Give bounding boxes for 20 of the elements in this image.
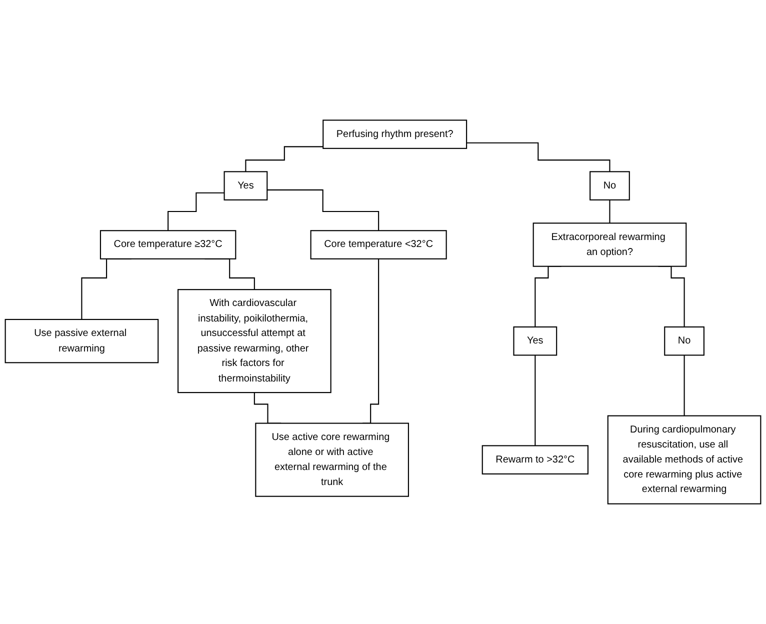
connector <box>168 192 224 232</box>
node-box: Yes <box>224 171 268 200</box>
node-box: During cardiopulmonary resuscitation, use all available methods of active core rewarming plus active external rewarming <box>607 415 762 504</box>
node-box: No <box>664 326 704 356</box>
node-box: Use active core rewarming alone or with active external rewarming of the trunk <box>255 422 409 497</box>
node-box: Extracorporeal rewarming an option? <box>532 222 687 267</box>
node-box: No <box>590 171 630 200</box>
connector <box>466 142 610 172</box>
node-box: Perfusing rhythm present? <box>322 120 468 149</box>
node-box: Yes <box>513 326 558 356</box>
node-box: Use passive external rewarming <box>4 318 159 364</box>
connector <box>267 189 380 232</box>
connector <box>245 146 324 172</box>
node-box: Rewarm to >32°C <box>482 445 588 474</box>
connector <box>609 199 610 224</box>
connector <box>534 354 536 446</box>
node-box: Core temperature <32°C <box>310 230 447 260</box>
node-box: With cardiovascular instability, poikilothermia, unsuccessful attempt at passive rewarming, other risk factors for thermoinstability <box>178 289 332 394</box>
connector <box>684 354 685 416</box>
node-box: Core temperature ≥32°C <box>100 230 236 260</box>
